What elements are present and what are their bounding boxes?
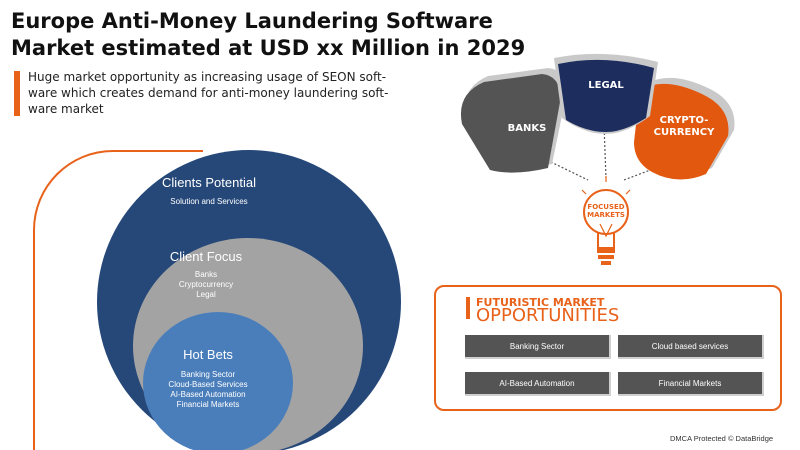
bulb-filament <box>599 223 613 238</box>
bulb-base-2 <box>598 255 614 259</box>
client-focus-item: Legal <box>196 290 216 299</box>
crypto-petal <box>634 83 729 180</box>
legal-petal <box>558 59 654 132</box>
legal-label: LEGAL <box>588 80 624 91</box>
subtitle: Huge market opportunity as increasing us… <box>28 69 438 117</box>
opportunity-cell-banking-sector: Banking Sector <box>465 335 611 359</box>
opportunities-box <box>434 285 782 411</box>
bulb-neck <box>597 233 615 249</box>
client-focus-heading: Client Focus <box>169 249 243 264</box>
client-focus-item: Cryptocurrency <box>178 280 234 289</box>
opportunities-title-line-1: FUTURISTIC MARKET <box>476 296 605 309</box>
hot-bets-circle <box>143 312 293 450</box>
opportunity-cell-cloud-services: Cloud based services <box>618 335 764 359</box>
page-title: Europe Anti-Money Laundering Software Ma… <box>11 8 551 62</box>
focused-label-line-1: FOCUSED <box>587 203 625 211</box>
opportunity-cell-financial-markets: Financial Markets <box>618 372 764 396</box>
crypto-label-line-2: CURRENCY <box>653 127 715 138</box>
dmca-footer: DMCA Protected © DataBridge <box>670 434 774 443</box>
banks-petal <box>460 74 561 173</box>
bulb-base-1 <box>597 249 615 253</box>
hot-bets-item: Cloud-Based Services <box>168 380 248 389</box>
title-line-1: Europe Anti-Money Laundering Software <box>11 9 493 33</box>
banks-label: BANKS <box>507 123 547 134</box>
hot-bets-heading: Hot Bets <box>183 347 233 362</box>
focused-markets-diagram <box>460 53 735 265</box>
client-focus-item: Banks <box>194 270 218 279</box>
left-frame-outline <box>33 150 203 450</box>
focused-label-line-2: MARKETS <box>587 211 625 219</box>
subtitle-accent-bar <box>14 71 20 116</box>
opportunity-cell-ai-automation: AI-Based Automation <box>465 372 611 396</box>
opportunities-title-line-2: OPPORTUNITIES <box>476 305 620 326</box>
subtitle-line-2: ware which creates demand for anti-money… <box>28 86 389 100</box>
hot-bets-item: AI-Based Automation <box>170 390 246 399</box>
subtitle-line-1: Huge market opportunity as increasing us… <box>28 70 387 84</box>
bulb-base-3 <box>601 261 611 265</box>
title-line-2: Market estimated at USD xx Million in 20… <box>11 36 526 60</box>
bulb-icon <box>583 189 629 235</box>
clients-potential-heading: Clients Potential <box>162 175 256 190</box>
clients-potential-item: Solution and Services <box>170 197 248 206</box>
crypto-label-line-1: CRYPTO- <box>659 115 709 126</box>
bulb-rays <box>581 176 631 195</box>
subtitle-line-3: ware market <box>28 102 104 116</box>
hot-bets-item: Banking Sector <box>180 370 236 379</box>
hot-bets-item: Financial Markets <box>176 400 240 409</box>
opportunities-accent-bar <box>466 297 470 319</box>
